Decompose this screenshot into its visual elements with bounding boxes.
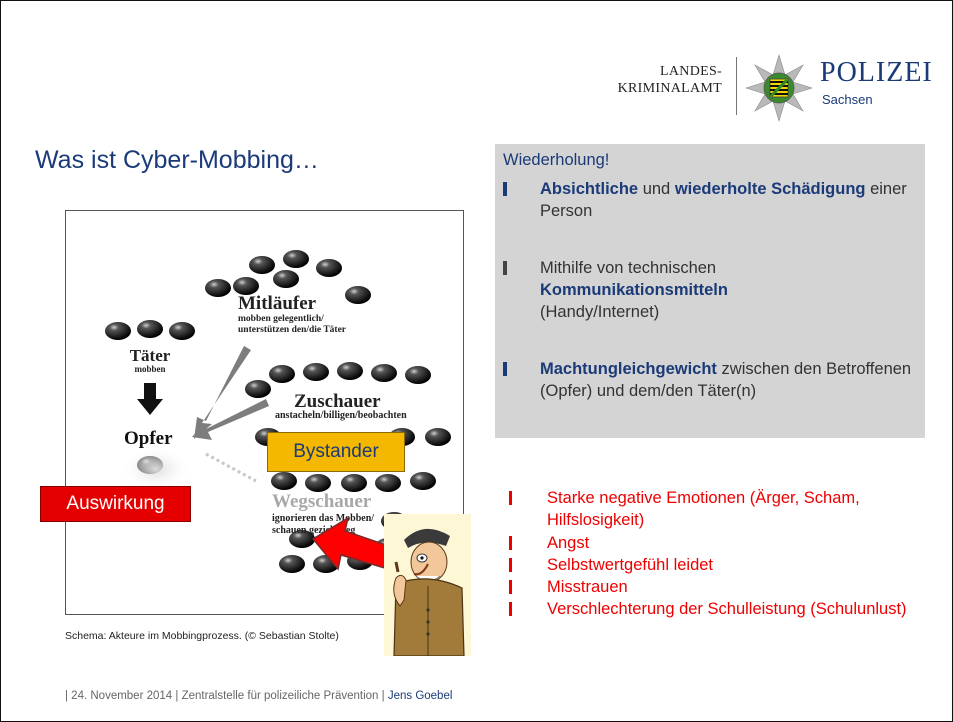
- label-mitlaeufer: Mitläufer: [238, 293, 317, 314]
- police-star-icon: [745, 53, 813, 123]
- footer-text: | 24. November 2014 | Zentralstelle für …: [65, 690, 385, 702]
- footer-author: Jens Goebel: [387, 690, 453, 702]
- bullet-marker: [509, 558, 512, 572]
- bullet-marker: [503, 362, 507, 376]
- repetition-heading: Wiederholung!: [503, 151, 610, 169]
- diagram-caption: Schema: Akteure im Mobbingprozess. (© Se…: [65, 630, 339, 642]
- lka-label: LANDES- KRIMINALAMT: [612, 63, 722, 97]
- bullet-marker: [503, 261, 507, 275]
- polizei-logo: LANDES- KRIMINALAMT POLIZEI Sachsen: [612, 49, 952, 129]
- repetition-item-3: Machtungleichgewicht zwischen den Betrof…: [503, 358, 918, 402]
- repetition-item-1: Absichtliche und wiederholte Schädigung …: [503, 178, 918, 222]
- effect-item-4: Misstrauen: [509, 576, 929, 598]
- label-wegschauer: Wegschauer: [272, 491, 372, 512]
- lka-line1: LANDES-: [660, 64, 722, 79]
- label-taeter: Täter: [130, 346, 171, 365]
- slide-title: Was ist Cyber-Mobbing…: [35, 146, 319, 174]
- label-wegschauer-sub1: ignorieren das Mobben/: [272, 513, 374, 524]
- logo-divider: [736, 57, 737, 115]
- auswirkung-label: Auswirkung: [40, 486, 191, 522]
- repetition-box: Wiederholung! Absichtliche und wiederhol…: [495, 144, 925, 438]
- effect-item-3: Selbstwertgefühl leidet: [509, 554, 929, 576]
- lka-line2: KRIMINALAMT: [617, 81, 722, 96]
- label-taeter-sub: mobben: [134, 364, 165, 374]
- label-mitlaeufer-sub2: unterstützen den/die Täter: [238, 325, 347, 335]
- label-zuschauer-sub: anstacheln/billigen/beobachten: [275, 410, 407, 421]
- bullet-marker: [509, 491, 512, 505]
- effect-item-1: Starke negative Emotionen (Ärger, Scham,…: [509, 487, 929, 531]
- label-zuschauer: Zuschauer: [294, 391, 381, 412]
- label-opfer: Opfer: [124, 428, 173, 449]
- bullet-marker: [509, 602, 512, 616]
- label-wegschauer-sub2: schauen gezielt weg: [272, 525, 355, 536]
- label-mitlaeufer-sub1: mobben gelegentlich/: [238, 314, 324, 324]
- bullet-marker: [503, 182, 507, 196]
- sachsen-label: Sachsen: [822, 92, 873, 107]
- bullet-marker: [509, 536, 512, 550]
- repetition-item-2: Mithilfe von technischen Kommunikationsm…: [503, 257, 918, 323]
- polizei-wordmark: POLIZEI: [820, 57, 933, 88]
- bullet-marker: [509, 580, 512, 594]
- onlooker-illustration: [384, 514, 471, 656]
- effect-item-2: Angst: [509, 532, 929, 554]
- bystander-label: Bystander: [267, 432, 405, 472]
- footer: | 24. November 2014 | Zentralstelle für …: [65, 690, 452, 702]
- effect-item-5: Verschlechterung der Schulleistung (Schu…: [509, 598, 929, 620]
